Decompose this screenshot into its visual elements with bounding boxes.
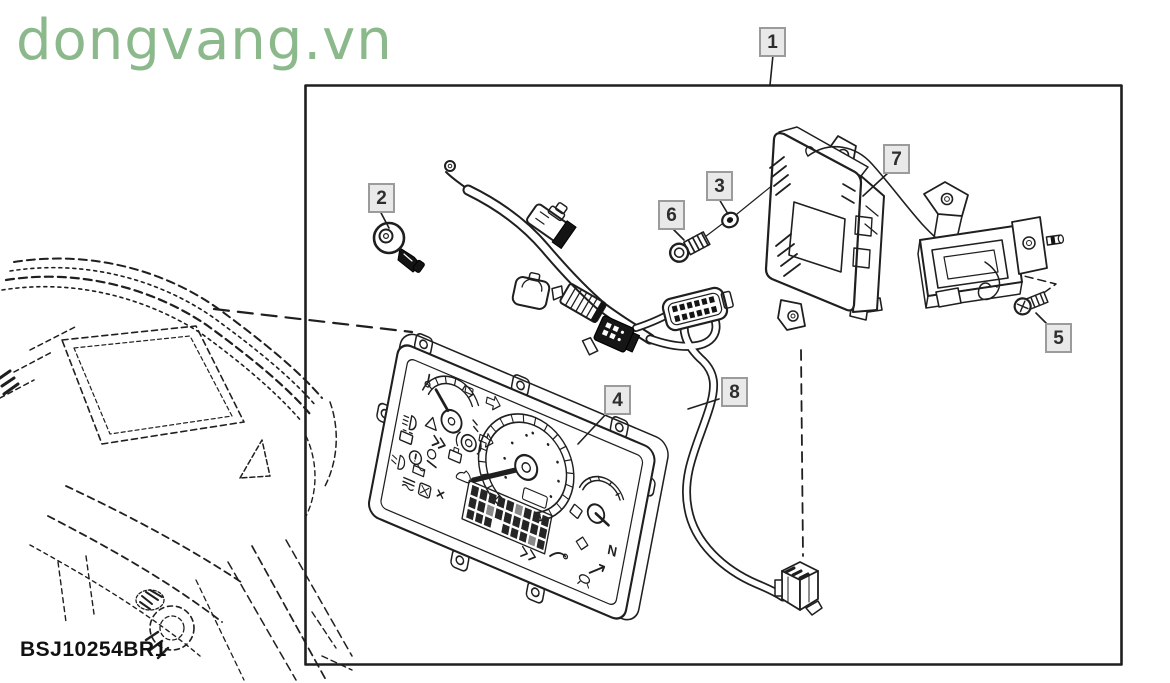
washer-3	[721, 211, 739, 229]
indicator-icon-field-left	[391, 385, 501, 499]
mounting-bracket	[917, 181, 1065, 309]
callout-3-number: 3	[714, 175, 725, 197]
harness-pin-connector	[581, 315, 641, 356]
callout-2-number: 2	[376, 187, 387, 209]
figure-part-code: BSJ10254BR1	[20, 638, 167, 661]
harness-end-connector	[774, 561, 823, 616]
harness-cable-outline	[645, 304, 788, 602]
harness-ribbed-connector	[551, 283, 607, 324]
callout-3: 3	[706, 171, 733, 201]
instrument-cluster: N	[367, 332, 669, 621]
harness-pigtail-ring	[444, 160, 467, 189]
cab-console-outline	[0, 257, 353, 681]
callout-6: 6	[658, 200, 685, 230]
callout-7: 7	[883, 144, 910, 174]
control-module	[764, 126, 998, 331]
screw-6	[668, 231, 711, 263]
callout-5-number: 5	[1053, 327, 1064, 349]
callout-1-number: 1	[767, 31, 778, 53]
callout-7-number: 7	[891, 148, 902, 170]
callout-8: 8	[721, 377, 748, 407]
fuel-temp-gauge	[421, 373, 480, 434]
callout-4: 4	[604, 385, 631, 415]
callout-2: 2	[368, 183, 395, 213]
figure-frame	[304, 84, 1123, 666]
neutral-indicator-letter: N	[606, 542, 618, 561]
harness-connector-a	[526, 202, 577, 249]
callout-1: 1	[759, 27, 786, 57]
harness-cable-core	[647, 306, 786, 600]
wiring-harness	[444, 160, 823, 616]
obd-connector	[661, 286, 734, 332]
harness-loom-core	[464, 186, 654, 343]
alarm-buzzer	[372, 221, 425, 273]
lcd-display	[461, 479, 553, 555]
callout-4-number: 4	[612, 389, 623, 411]
callout-5: 5	[1045, 323, 1072, 353]
harness-relay-block	[511, 272, 551, 310]
watermark: dongvang.vn	[16, 8, 393, 73]
callout-8-number: 8	[729, 381, 740, 403]
screw-5	[1013, 291, 1049, 316]
right-gauge	[569, 475, 625, 527]
indicator-icon-field-right: N	[520, 536, 618, 589]
callout-6-number: 6	[666, 204, 677, 226]
speedometer-gauge	[470, 413, 575, 522]
